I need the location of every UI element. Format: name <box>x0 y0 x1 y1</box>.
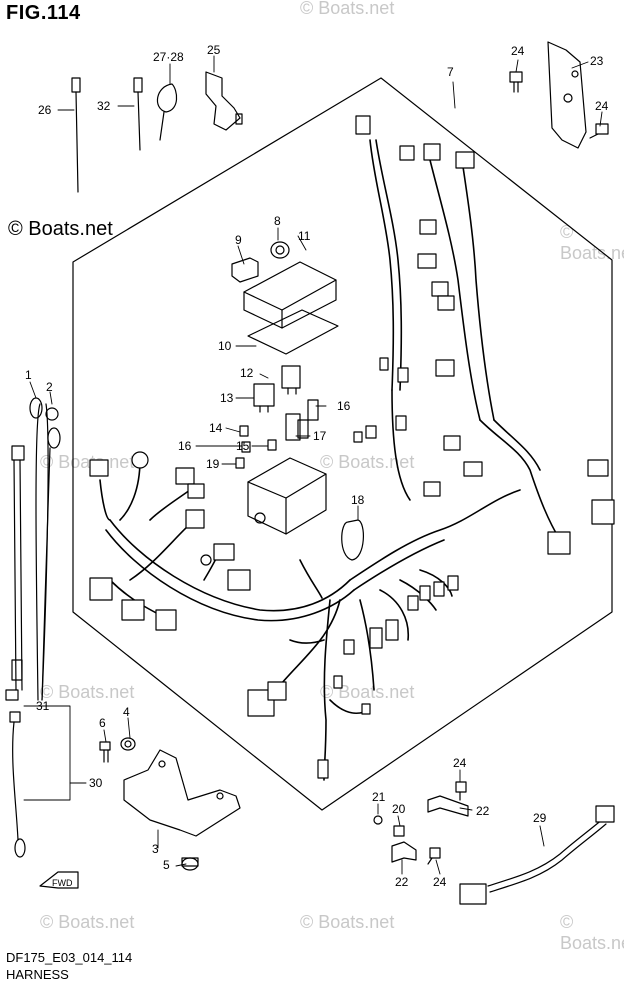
callout-16: 16 <box>178 439 192 453</box>
clamp-part-22b <box>391 841 417 863</box>
relay-part-12 <box>281 365 301 395</box>
harness-connectors <box>89 115 615 779</box>
fwd-label: FWD <box>52 878 73 888</box>
cover-part-11 <box>243 261 337 329</box>
callout-4: 4 <box>123 705 130 719</box>
small-fuses <box>235 425 277 469</box>
callout-22: 22 <box>395 875 409 889</box>
callout-22: 22 <box>476 804 490 818</box>
callout-12: 12 <box>240 366 254 380</box>
callout-27-28: 27·28 <box>153 50 184 64</box>
gasket-part-10 <box>247 309 339 355</box>
grommet-part-8 <box>270 241 290 259</box>
callout-23: 23 <box>590 54 604 68</box>
bolt-part-24-bottom <box>427 847 441 865</box>
callout-21: 21 <box>372 790 386 804</box>
callout-13: 13 <box>220 391 234 405</box>
bolt-part-6 <box>99 741 111 763</box>
callout-3: 3 <box>152 842 159 856</box>
callout-9: 9 <box>235 233 242 247</box>
fuse-part-16 <box>285 399 319 441</box>
main-harness-part-7 <box>99 139 561 781</box>
battery-cables <box>5 397 61 858</box>
washer-part-4 <box>120 737 136 751</box>
callout-19: 19 <box>206 457 220 471</box>
callout-11: 11 <box>298 229 311 243</box>
assembly-frame <box>72 77 613 811</box>
nut-part-5 <box>181 857 199 871</box>
fuse-holder-part-17 <box>297 419 309 439</box>
forward-arrow-icon <box>39 871 79 889</box>
callout-10: 10 <box>218 339 232 353</box>
bracket-part-23 <box>547 41 587 149</box>
callout-24: 24 <box>595 99 609 113</box>
clamp-part-22a <box>427 795 469 817</box>
clamp-part-25 <box>205 71 243 131</box>
callout-16: 16 <box>337 399 351 413</box>
callout-30: 30 <box>89 776 103 790</box>
callout-2: 2 <box>46 380 53 394</box>
callout-7: 7 <box>447 65 454 79</box>
watermark-faint: © Boats.net <box>40 682 135 702</box>
watermark-faint: © Boats.net <box>560 912 624 953</box>
callout-15: 15 <box>236 439 250 453</box>
clip-part-27-28 <box>156 83 178 141</box>
watermark-faint: © Boats.net <box>320 682 415 702</box>
relay-part-13 <box>253 383 275 413</box>
callout-1: 1 <box>25 368 32 382</box>
diagram-caption: HARNESS <box>6 967 69 982</box>
callout-6: 6 <box>99 716 106 730</box>
fuse-box <box>247 457 327 535</box>
callout-26: 26 <box>38 103 52 117</box>
leader-lines <box>23 55 603 875</box>
clip-part-9 <box>231 257 259 283</box>
boot-part-18 <box>341 519 364 561</box>
callout-17: 17 <box>313 429 327 443</box>
bolt-part-24 <box>509 71 609 139</box>
callout-31: 31 <box>36 699 50 713</box>
extension-harness-part-29 <box>459 805 615 905</box>
callout-29: 29 <box>533 811 547 825</box>
callout-18: 18 <box>351 493 365 507</box>
watermark-faint: © Boats.net <box>40 912 135 932</box>
cable-tie-part-26 <box>71 77 81 193</box>
callout-24: 24 <box>433 875 447 889</box>
watermark-faint: © Boats.net <box>320 452 415 472</box>
callout-5: 5 <box>163 858 170 872</box>
watermark-faint: © Boats.net <box>40 452 135 472</box>
callout-8: 8 <box>274 214 281 228</box>
diagram-code: DF175_E03_014_114 <box>6 950 133 965</box>
figure-title: FIG.114 <box>6 2 81 24</box>
watermark-faint: © Boats.net <box>300 912 395 932</box>
washer-part-21 <box>373 815 383 825</box>
watermark: © Boats.net <box>8 218 113 240</box>
watermark-faint: © Boats.net <box>300 0 395 18</box>
watermark-faint: © Boats.net <box>560 222 624 263</box>
callout-25: 25 <box>207 43 221 57</box>
cable-tie-part-32 <box>133 77 143 151</box>
callout-32: 32 <box>97 99 111 113</box>
collar-part-20 <box>393 825 405 837</box>
bolt-part-24-lower <box>455 781 467 801</box>
callout-20: 20 <box>392 802 406 816</box>
callout-24: 24 <box>511 44 525 58</box>
bracket-part-3 <box>123 749 241 837</box>
callout-14: 14 <box>209 421 223 435</box>
callout-24: 24 <box>453 756 467 770</box>
